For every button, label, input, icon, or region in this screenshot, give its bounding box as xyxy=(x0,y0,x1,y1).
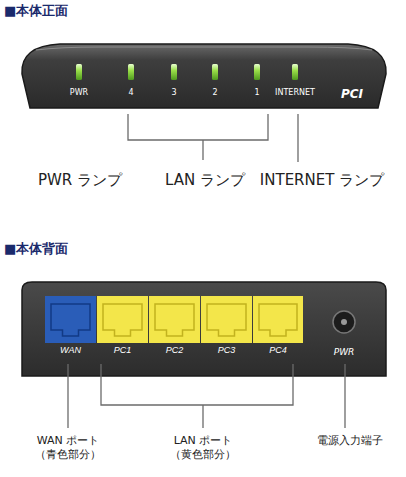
lamp-label-box: 4 xyxy=(128,88,133,98)
section-heading-box: ■本体背面 xyxy=(4,240,68,257)
section-heading: ■本体背面 xyxy=(4,240,68,257)
lamp-label-box: 2 xyxy=(212,88,217,98)
port-box: PC4 xyxy=(253,296,303,356)
callout-text: LAN ランプ xyxy=(165,170,245,190)
lamp-label-box: 3 xyxy=(171,88,176,98)
port-label: WAN xyxy=(45,345,96,356)
port-label: PC4 xyxy=(253,345,303,356)
brand-logo: PCI xyxy=(341,86,363,102)
callout-text: INTERNET ランプ xyxy=(260,170,384,190)
lamp-label: INTERNET xyxy=(275,88,315,98)
callout-text-box: 電源入力端子 xyxy=(317,434,383,448)
leader-lines xyxy=(68,364,345,428)
port-label: PC3 xyxy=(201,345,252,356)
lamp-label: 1 xyxy=(254,88,259,98)
port-box: PC2 xyxy=(149,296,200,356)
power-jack xyxy=(333,311,355,333)
lamp-label-box: INTERNET xyxy=(275,88,315,98)
callout-text: LAN ポート （黄色部分） xyxy=(161,434,245,462)
rj45-jack xyxy=(201,296,252,343)
port-box: WAN xyxy=(45,296,96,356)
callout-text-box: WAN ポート （青色部分） xyxy=(26,434,110,462)
front-housing xyxy=(22,44,386,108)
leader-lines xyxy=(128,114,298,162)
port-label-box: PWR xyxy=(334,346,355,358)
section-heading: ■本体正面 xyxy=(4,2,68,19)
port-block xyxy=(149,296,200,343)
callout-text-box: PWR ランプ xyxy=(38,170,122,190)
lamp-label-box: 1 xyxy=(254,88,259,98)
power-jack-pin xyxy=(341,319,347,325)
port-block xyxy=(201,296,252,343)
port-label: PC1 xyxy=(97,345,148,356)
lamp-label: PWR xyxy=(70,88,88,98)
lamp-label: 2 xyxy=(212,88,217,98)
callout-text-box: LAN ランプ xyxy=(165,170,245,190)
lamp-label: 3 xyxy=(171,88,176,98)
rj45-jack xyxy=(45,296,96,343)
callout-text-box: LAN ポート （黄色部分） xyxy=(161,434,245,462)
rj45-jack xyxy=(253,296,303,343)
rj45-jack xyxy=(149,296,200,343)
callout-text: 電源入力端子 xyxy=(317,434,383,448)
brand-logo-box: PCI xyxy=(341,86,363,102)
housing-highlight xyxy=(36,47,372,50)
section-heading-box: ■本体正面 xyxy=(4,2,68,19)
rear-housing xyxy=(22,282,386,376)
callout-text-box: INTERNET ランプ xyxy=(260,170,384,190)
lamp-label-box: PWR xyxy=(70,88,88,98)
led-lamps xyxy=(76,64,298,80)
rj45-jack xyxy=(97,296,148,343)
port-block xyxy=(45,296,96,343)
port-block xyxy=(97,296,148,343)
lamp-label: 4 xyxy=(128,88,133,98)
port-label: PC2 xyxy=(149,345,200,356)
port-label: PWR xyxy=(334,346,355,358)
callout-text: WAN ポート （青色部分） xyxy=(26,434,110,462)
port-box: PC3 xyxy=(201,296,252,356)
callout-text: PWR ランプ xyxy=(38,170,122,190)
port-block xyxy=(253,296,303,343)
port-box: PC1 xyxy=(97,296,148,356)
